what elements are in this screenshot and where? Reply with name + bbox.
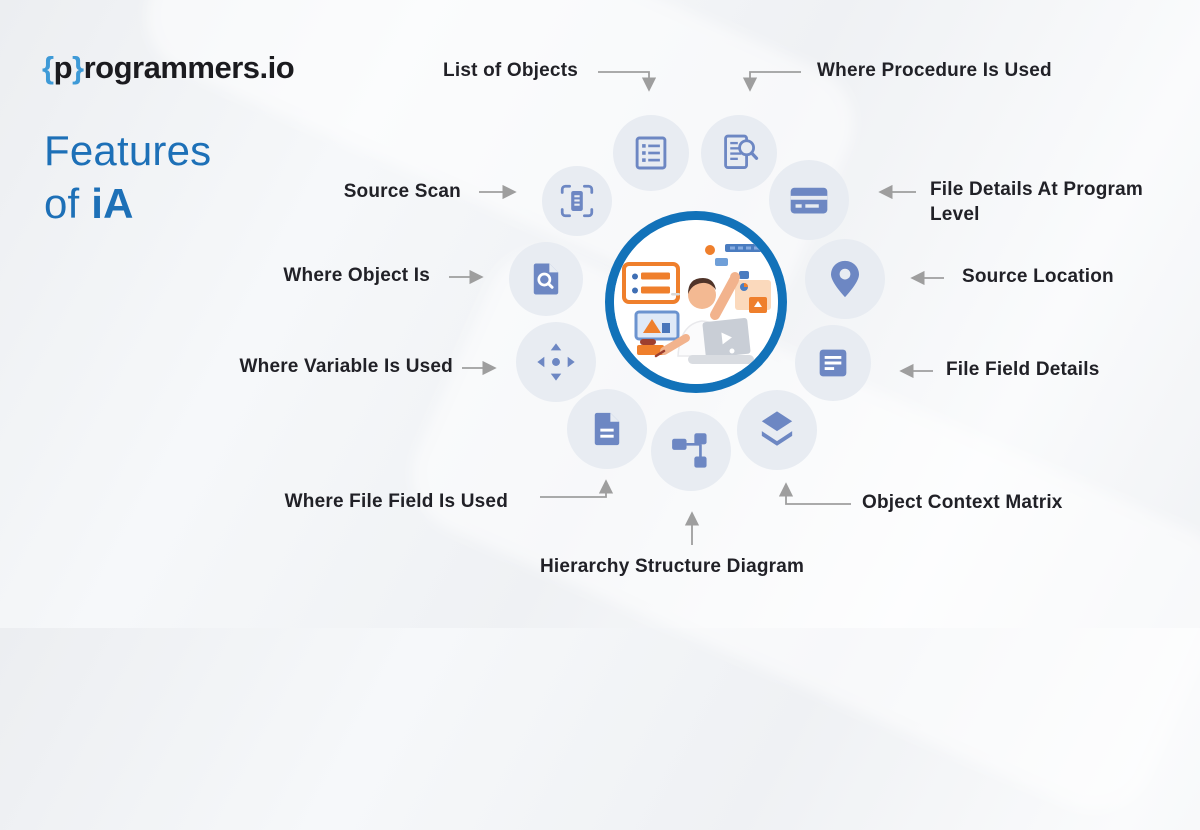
feature-circle-source-scan xyxy=(542,166,612,236)
feature-label-object-context-matrix: Object Context Matrix xyxy=(862,492,1063,513)
title-line2-prefix: of xyxy=(44,180,92,227)
feature-label-source-scan: Source Scan xyxy=(343,181,461,202)
document-icon xyxy=(594,412,620,446)
feature-label-list-of-objects: List of Objects xyxy=(443,60,578,81)
title-line1: Features xyxy=(44,127,212,174)
center-circle xyxy=(605,211,787,393)
feature-label-hierarchy-structure-diagram: Hierarchy Structure Diagram xyxy=(540,556,805,577)
feature-circle-hierarchy-structure-diagram xyxy=(651,411,731,491)
move-arrows-icon xyxy=(537,343,575,381)
title-product-name: iA xyxy=(91,180,134,227)
feature-circle-file-field-details xyxy=(795,325,871,401)
card-details-icon xyxy=(790,187,828,214)
list-icon xyxy=(635,136,667,170)
feature-circle-where-object-is xyxy=(509,242,583,316)
logo-name: rogrammers.io xyxy=(83,50,295,85)
feature-label-file-field-details: File Field Details xyxy=(946,359,1100,380)
feature-label-where-procedure-is-used: Where Procedure Is Used xyxy=(817,60,1052,81)
note-lines-icon xyxy=(819,349,847,377)
logo-p: p xyxy=(53,50,73,85)
page-title: Features of iA xyxy=(44,124,211,230)
feature-circle-where-variable-is-used xyxy=(516,322,596,402)
feature-label-file-details-at-program-level: File Details At Program Level xyxy=(930,179,1143,225)
feature-circle-file-details-at-program-level xyxy=(769,160,849,240)
logo-open-brace: { xyxy=(42,50,54,85)
feature-circle-source-location xyxy=(805,239,885,319)
feature-label-where-file-field-is-used: Where File Field Is Used xyxy=(284,491,508,512)
logo-close-brace: } xyxy=(72,50,84,85)
feature-label-where-object-is: Where Object Is xyxy=(283,265,430,286)
infographic-canvas: { "logo": { "brace_open": "{", "p": "p",… xyxy=(0,0,1200,628)
map-pin-icon xyxy=(831,260,859,298)
background-sheen xyxy=(393,230,1200,830)
flowchart-icon xyxy=(672,433,707,468)
document-search-icon xyxy=(724,134,759,169)
feature-label-where-variable-is-used: Where Variable Is Used xyxy=(239,356,453,377)
feature-circle-where-procedure-is-used xyxy=(701,115,777,191)
file-search-icon xyxy=(533,263,559,295)
center-illustration xyxy=(614,220,778,384)
layers-icon xyxy=(761,411,793,446)
feature-circle-object-context-matrix xyxy=(737,390,817,470)
feature-label-source-location: Source Location xyxy=(962,266,1114,287)
feature-circle-list-of-objects xyxy=(613,115,689,191)
brand-logo: {p}rogrammers.io xyxy=(42,50,295,86)
scan-document-icon xyxy=(560,184,594,218)
feature-circle-where-file-field-is-used xyxy=(567,389,647,469)
